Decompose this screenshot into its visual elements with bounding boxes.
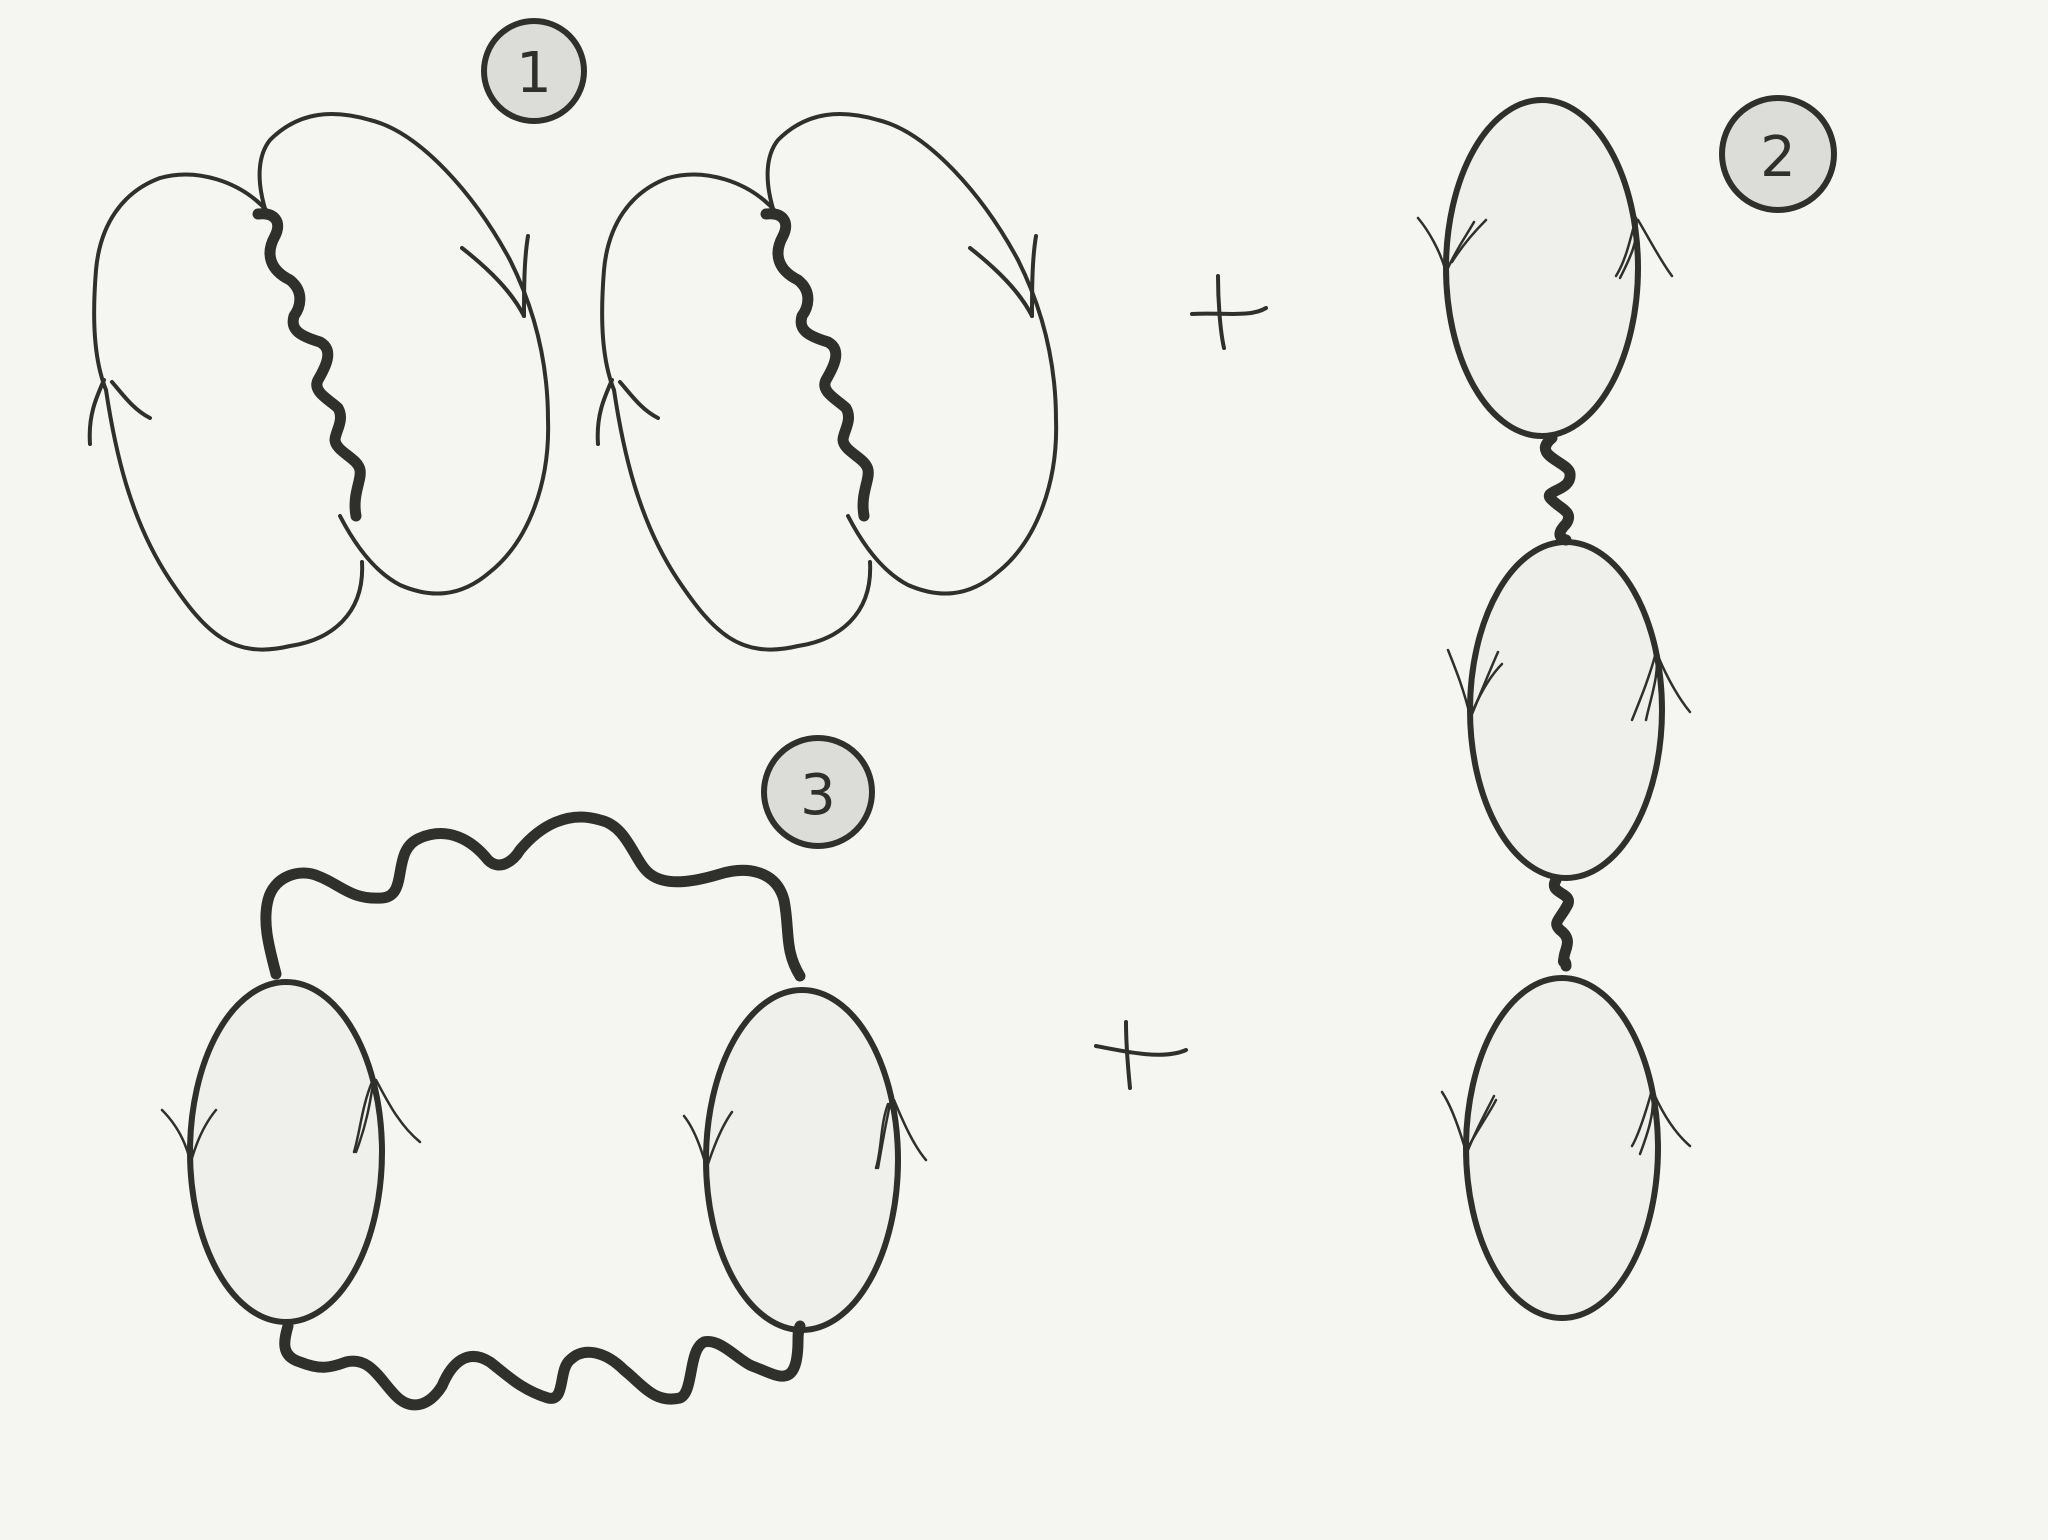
loop-left-lobe xyxy=(92,172,365,652)
photon-top-middle xyxy=(1540,432,1576,546)
diagram-1-left xyxy=(87,112,551,652)
external-leg-left-2 xyxy=(110,380,152,420)
badge-2: 2 xyxy=(1719,95,1837,213)
bubble-right xyxy=(703,987,901,1333)
diagram-2 xyxy=(1416,97,1692,1321)
photon-middle-bottom xyxy=(1548,874,1574,972)
bubble-middle xyxy=(1467,539,1665,881)
external-leg-right-2 xyxy=(1030,234,1038,318)
badge-3: 3 xyxy=(761,735,875,849)
badge-1: 1 xyxy=(481,18,587,124)
external-leg-left-2 xyxy=(618,380,660,420)
plus-sign-1 xyxy=(1190,274,1268,350)
diagram-3 xyxy=(160,811,928,1411)
badge-1-label: 1 xyxy=(516,41,552,106)
external-leg-left xyxy=(595,378,614,446)
photon-top xyxy=(260,811,806,982)
badge-3-label: 3 xyxy=(800,763,836,828)
external-leg-left xyxy=(87,378,106,446)
badge-2-label: 2 xyxy=(1760,125,1796,190)
bubble-top xyxy=(1443,97,1641,439)
external-leg-right-2 xyxy=(522,234,530,318)
external-leg-right xyxy=(460,246,526,318)
bubble-bottom xyxy=(1463,975,1661,1321)
external-leg-right xyxy=(968,246,1034,318)
photon-bottom xyxy=(279,1320,806,1411)
diagram-1-right xyxy=(595,112,1059,652)
loop-left-lobe xyxy=(600,172,873,652)
plus-sign-2 xyxy=(1094,1020,1188,1090)
photon-line xyxy=(252,208,366,522)
photon-line xyxy=(760,208,874,522)
loop-right-lobe xyxy=(765,112,1059,596)
loop-right-lobe xyxy=(257,112,551,596)
